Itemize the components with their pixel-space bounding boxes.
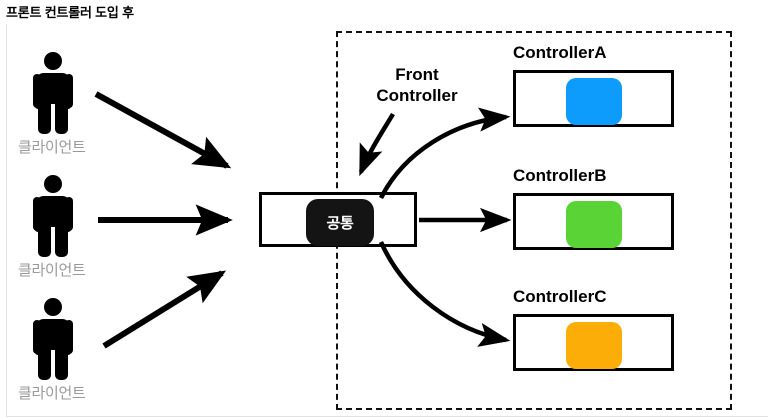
controller-b-box [513, 193, 674, 250]
controller-group-a: ControllerA [513, 43, 674, 127]
front-controller-annotation-line1: Front [395, 65, 439, 84]
client-label-1: 클라이언트 [18, 139, 86, 156]
person-head-icon [44, 298, 62, 316]
controller-group-b: ControllerB [513, 166, 674, 250]
front-controller-annotation-line2: Controller [376, 85, 458, 105]
person-head-icon [44, 52, 62, 70]
client-label-2: 클라이언트 [18, 262, 86, 279]
front-controller-box: 공통 [259, 192, 417, 247]
controller-c-chip [566, 322, 622, 369]
person-leg-right-icon [55, 100, 68, 134]
client-group-3: 클라이언트 [14, 298, 130, 402]
client-group-2: 클라이언트 [14, 175, 130, 279]
controller-a-title: ControllerA [513, 43, 607, 62]
person-leg-right-icon [55, 223, 68, 257]
page-title: 프론트 컨트롤러 도입 후 [6, 5, 134, 20]
person-icon [28, 52, 78, 134]
controller-a-box [513, 70, 674, 127]
person-leg-left-icon [38, 223, 51, 257]
person-leg-gap [51, 227, 55, 257]
person-leg-gap [51, 350, 55, 380]
client-group-1: 클라이언트 [14, 52, 130, 156]
person-leg-gap [51, 104, 55, 134]
controller-b-chip [566, 201, 622, 248]
person-leg-right-icon [55, 346, 68, 380]
person-head-icon [44, 175, 62, 193]
controller-group-c: ControllerC [513, 287, 674, 371]
person-icon [28, 298, 78, 380]
person-leg-left-icon [38, 100, 51, 134]
controller-c-title: ControllerC [513, 287, 607, 306]
front-controller-chip: 공통 [306, 199, 374, 246]
controller-a-chip [566, 78, 622, 125]
person-leg-left-icon [38, 346, 51, 380]
front-controller-annotation: Front Controller [357, 65, 477, 106]
controller-c-box [513, 314, 674, 371]
controller-b-title: ControllerB [513, 166, 607, 185]
person-icon [28, 175, 78, 257]
client-label-3: 클라이언트 [18, 385, 86, 402]
